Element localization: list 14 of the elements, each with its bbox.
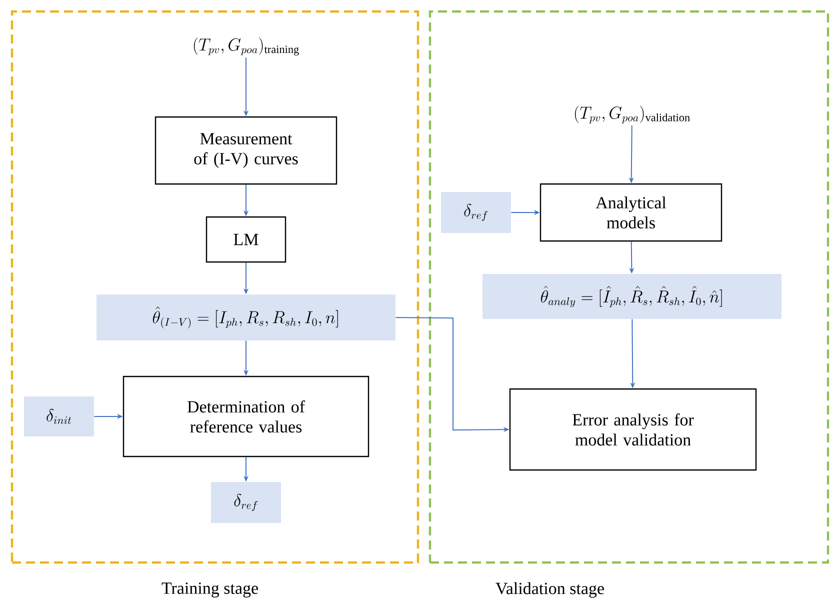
process-box: Error analysis for model validation <box>509 388 757 471</box>
parameter-box: $\hat{\theta}_{analy} = [\hat{I}_{ph}, \hat{R}_s, \hat{R}_{sh}, \hat{I}_0, \hat{n}]$ <box>482 274 782 319</box>
process-box: Measurement of (I-V) curves <box>154 116 338 185</box>
node-label: Training stage <box>162 582 258 598</box>
node-label: Validation stage <box>496 582 604 598</box>
parameter-box: $\hat{\theta}_{(I-V)} = [I_{ph}, R_s, R_{sh}, I_0, n]$ <box>96 294 396 340</box>
parameter-box: $\delta_{ref}$ <box>211 482 281 523</box>
input-label: $(T_{pv}, G_{poa})_{\mathrm{training}}$ <box>194 38 299 56</box>
parameter-box: $\delta_{ref}$ <box>441 192 511 233</box>
process-box: Determination of reference values <box>122 376 370 458</box>
process-box: Analytical models <box>540 183 722 242</box>
process-box: LM <box>206 216 286 263</box>
input-label: $(T_{pv}, G_{poa})_{\mathrm{validation}}$ <box>574 106 690 124</box>
parameter-box: $\delta_{init}$ <box>24 396 94 436</box>
